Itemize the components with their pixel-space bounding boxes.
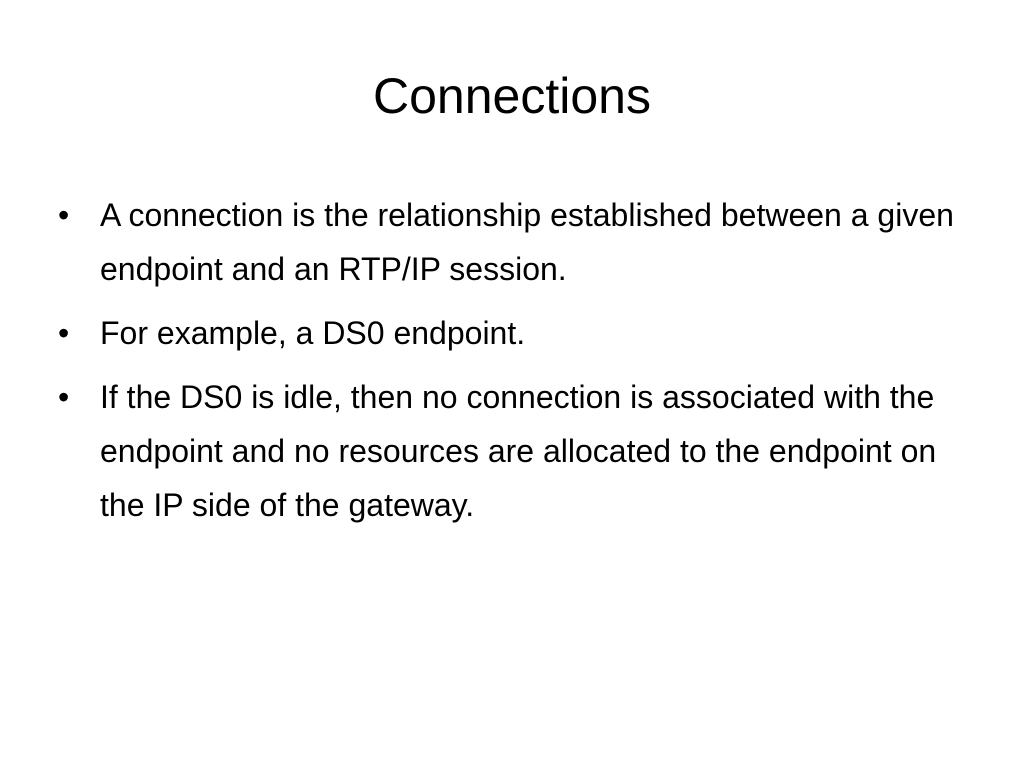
bullet-icon: • (58, 197, 70, 233)
bullet-icon: • (58, 379, 70, 415)
bullet-item-2: • For example, a DS0 endpoint. (58, 306, 968, 360)
bullet-item-3: • If the DS0 is idle, then no connection… (58, 370, 968, 532)
bullet-icon: • (58, 315, 70, 351)
slide-title: Connections (373, 68, 651, 124)
bullet-text: If the DS0 is idle, then no connection i… (100, 379, 937, 523)
bullet-text: For example, a DS0 endpoint. (100, 315, 526, 351)
bullet-text: A connection is the relationship establi… (100, 197, 954, 287)
bullet-item-1: • A connection is the relationship estab… (58, 188, 968, 296)
bullet-list: • A connection is the relationship estab… (58, 188, 968, 542)
